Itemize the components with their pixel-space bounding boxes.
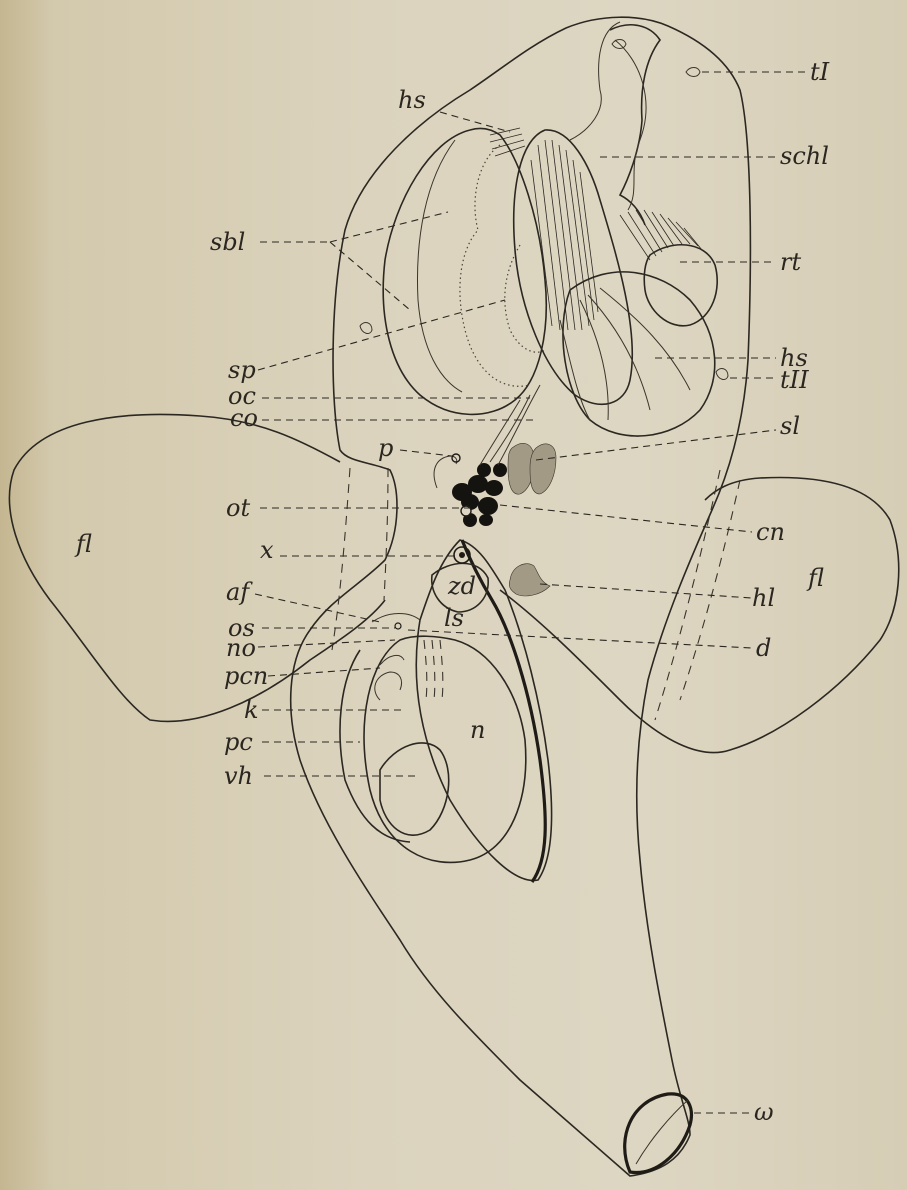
- body-dashed-left: [332, 468, 350, 650]
- label-zd: zd: [447, 572, 476, 600]
- label-schl: schl: [780, 142, 829, 170]
- label-co: co: [230, 404, 258, 432]
- stipple-body-hl: [509, 564, 550, 596]
- lobe-left-outer: [383, 128, 546, 414]
- lobe-left-inner: [417, 140, 462, 392]
- label-pc: pc: [224, 728, 253, 756]
- sac-n: [364, 636, 526, 862]
- radula-teeth: [620, 210, 702, 260]
- label-ot: ot: [226, 494, 250, 522]
- label-sbl: sbl: [210, 228, 245, 256]
- tentacle-inner: [570, 22, 620, 140]
- small-spot-left: [360, 323, 372, 334]
- stipple-region-left: [460, 145, 530, 386]
- stipple-body-sl-2: [530, 444, 556, 494]
- label-k: k: [244, 696, 259, 724]
- tentacle-region: [610, 25, 660, 225]
- pericardium: [340, 650, 410, 842]
- oesophagus-line: [372, 614, 420, 623]
- label-cn: cn: [756, 518, 785, 546]
- label-d: d: [756, 634, 771, 662]
- heart-sac-upper: [514, 130, 633, 404]
- left-fin: [9, 414, 385, 721]
- kidney-k: [375, 672, 402, 700]
- body-dashed-mid: [384, 468, 388, 600]
- tail-inner: [636, 1100, 688, 1164]
- label-rt: rt: [780, 248, 801, 276]
- label-sl: sl: [780, 412, 800, 440]
- ventricle: [380, 743, 449, 835]
- label-fl-right: fl: [806, 564, 824, 592]
- label-vh: vh: [224, 762, 253, 790]
- tentacle-I-spot: [686, 68, 700, 77]
- label-pcn: pcn: [224, 662, 268, 690]
- label-tI: tI: [810, 58, 830, 86]
- label-fl-left: fl: [74, 530, 92, 558]
- label-tII: tII: [780, 366, 809, 394]
- right-fin: [500, 477, 899, 752]
- stipple-region-2: [505, 245, 545, 352]
- ganglion-cluster: [452, 463, 507, 527]
- label-no: no: [226, 634, 256, 662]
- label-p: p: [378, 434, 393, 462]
- os-pore: [395, 623, 401, 629]
- tentacle-II-spot: [716, 369, 728, 380]
- label-hs-top: hs: [398, 86, 426, 114]
- label-hl: hl: [752, 584, 775, 612]
- body-outline: [291, 17, 751, 1176]
- label-n: n: [470, 716, 485, 744]
- duct-dashes: [424, 640, 443, 700]
- radula-sac: [644, 245, 717, 326]
- label-ls: ls: [444, 604, 464, 632]
- label-sp: sp: [228, 356, 256, 384]
- label-af: af: [226, 578, 253, 606]
- label-x: x: [260, 536, 274, 564]
- label-w: ω: [754, 1098, 774, 1126]
